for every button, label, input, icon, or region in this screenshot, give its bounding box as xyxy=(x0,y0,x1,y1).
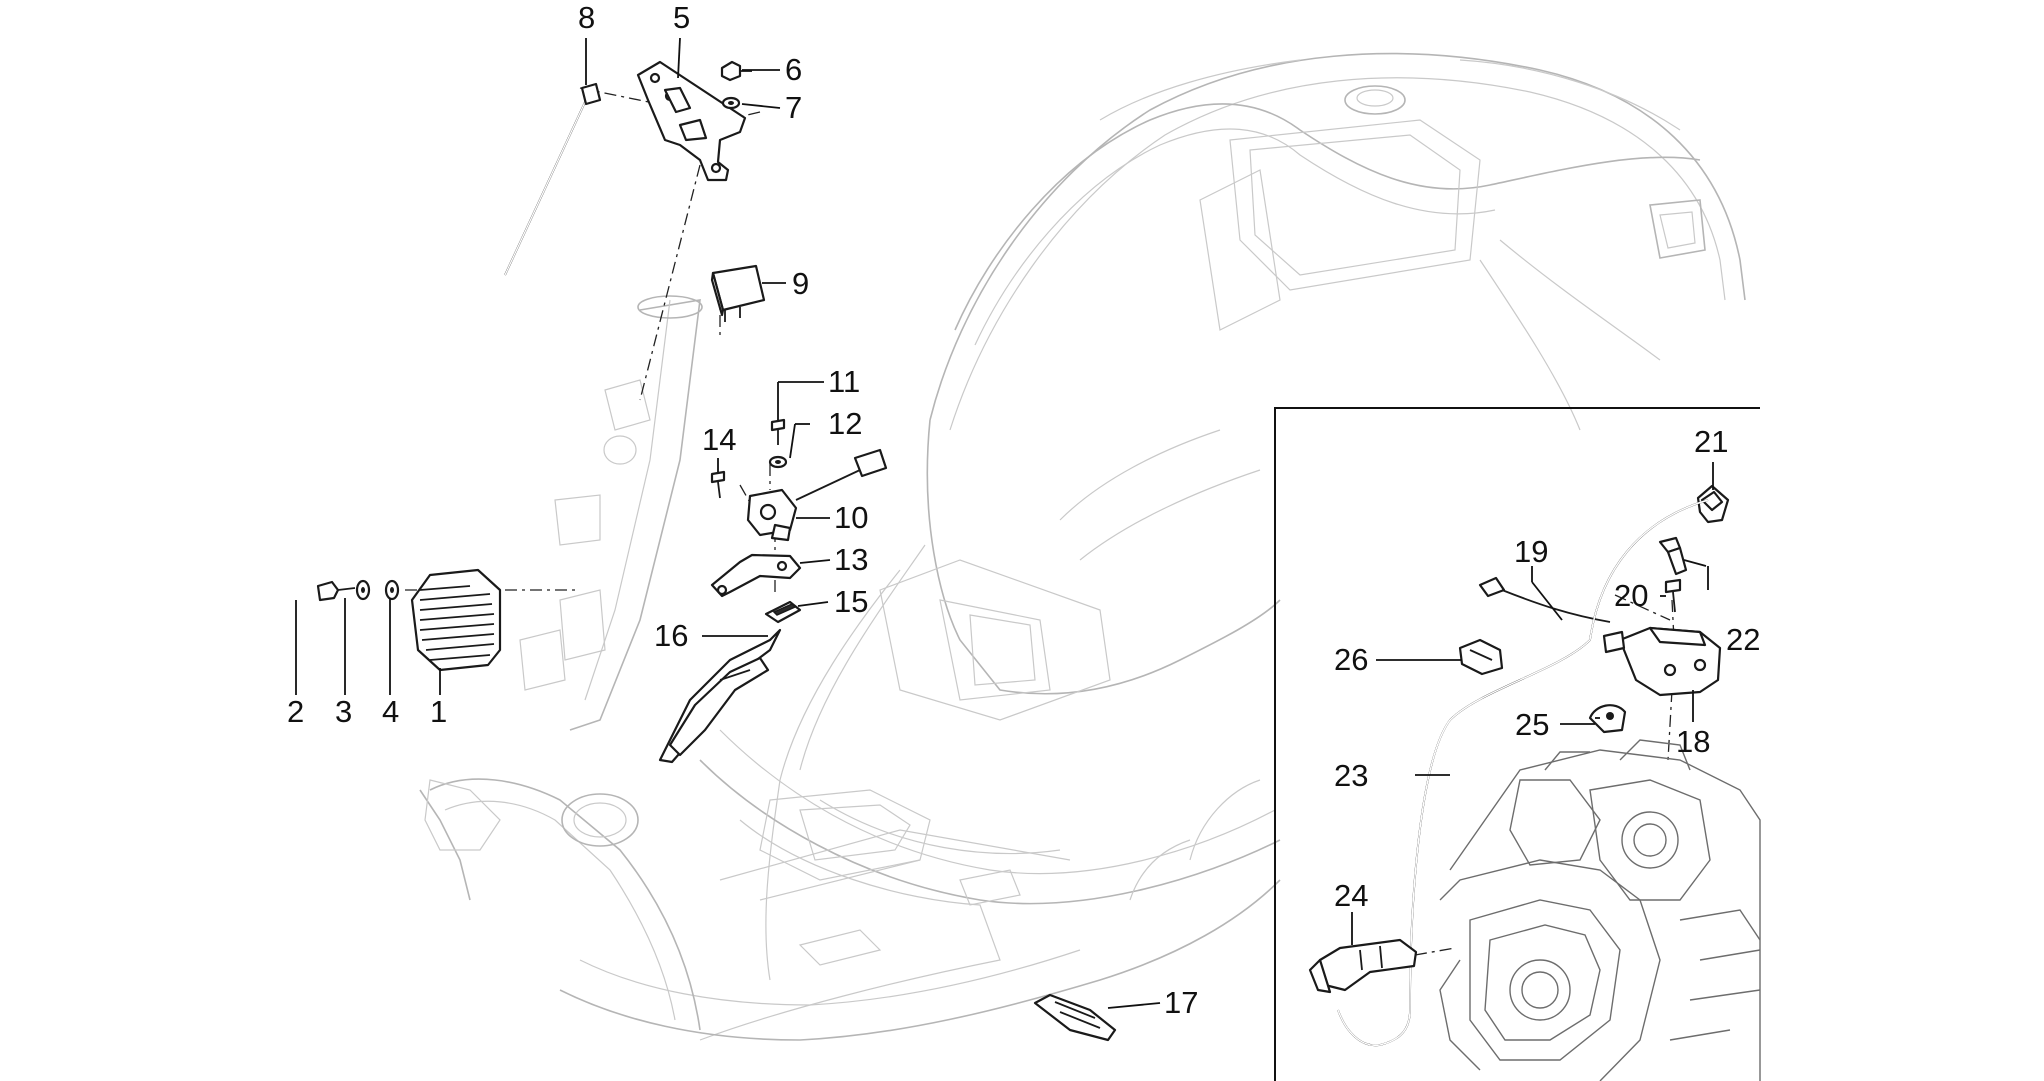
callout-6: 6 xyxy=(785,52,802,87)
washer-part-7 xyxy=(721,96,741,110)
bolt-part-20 xyxy=(1664,578,1682,613)
callout-4: 4 xyxy=(382,694,399,729)
callout-21: 21 xyxy=(1694,424,1728,459)
spark-plug-boot-part xyxy=(1308,938,1418,994)
callout-11: 11 xyxy=(828,364,860,399)
callout-3: 3 xyxy=(335,694,352,729)
callout-24: 24 xyxy=(1334,878,1368,913)
screw-part-6 xyxy=(720,60,752,82)
clip-part-15 xyxy=(764,600,802,624)
callout-14: 14 xyxy=(702,422,736,457)
ht-cable-part xyxy=(1337,499,1709,1047)
ignition-coil-part xyxy=(1602,626,1722,697)
mounting-bracket-part xyxy=(636,60,747,182)
washer-part-3 xyxy=(355,579,371,601)
washer-part-4 xyxy=(384,579,400,601)
cover-part-16 xyxy=(658,628,782,764)
screw-part-11 xyxy=(770,418,786,445)
connector-part-22 xyxy=(1658,536,1688,576)
sensor-part xyxy=(746,448,888,542)
callout-1: 1 xyxy=(430,694,447,729)
callout-labels: 1 2 3 4 5 6 7 8 9 10 11 12 13 14 15 16 1… xyxy=(287,0,1760,1020)
relay-part xyxy=(710,264,766,322)
callout-7: 7 xyxy=(785,90,802,125)
floor-guard-part-17 xyxy=(1033,993,1117,1042)
spark-plug-cap-part xyxy=(1696,484,1730,524)
clamp-part-25 xyxy=(1588,704,1627,734)
callout-17: 17 xyxy=(1164,985,1198,1020)
scooter-frame-outline xyxy=(419,52,1746,1041)
callout-16: 16 xyxy=(654,618,688,653)
callout-23: 23 xyxy=(1334,758,1368,793)
sensor-bracket-part xyxy=(710,553,802,598)
clip-part-26 xyxy=(1458,638,1504,676)
callout-13: 13 xyxy=(834,542,868,577)
callout-8: 8 xyxy=(578,0,595,35)
engine-detail-inset xyxy=(1274,407,1761,1081)
callout-10: 10 xyxy=(834,500,868,535)
callout-2: 2 xyxy=(287,694,304,729)
callout-18: 18 xyxy=(1676,724,1710,759)
callout-19: 19 xyxy=(1514,534,1548,569)
leader-lines xyxy=(295,37,1714,1009)
screw-part-2 xyxy=(316,580,356,602)
callout-22: 22 xyxy=(1726,622,1760,657)
callout-15: 15 xyxy=(834,584,868,619)
screw-part-14 xyxy=(710,470,726,499)
assembly-guide-lines xyxy=(405,87,1676,956)
callout-9: 9 xyxy=(792,266,809,301)
callout-5: 5 xyxy=(673,0,690,35)
callout-20: 20 xyxy=(1614,578,1648,613)
callout-25: 25 xyxy=(1515,707,1549,742)
cable-tie-part xyxy=(504,82,602,276)
callout-26: 26 xyxy=(1334,642,1368,677)
voltage-regulator-part xyxy=(410,568,502,672)
callout-12: 12 xyxy=(828,406,862,441)
sensor-wire-part-19 xyxy=(1478,576,1611,623)
washer-part-12 xyxy=(768,455,788,469)
engine-outline xyxy=(1439,739,1761,1081)
